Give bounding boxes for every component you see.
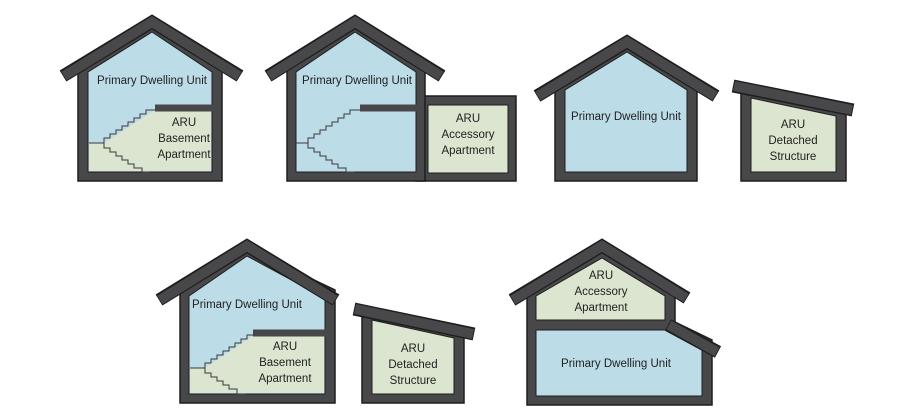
aru-label-line1: ARU [589,270,613,282]
aru-label-line2: Detached [768,135,817,147]
aru-label-line2: Basement [259,357,312,369]
primary-unit-label: Primary Dwelling Unit [302,75,413,87]
house-basement-apartment-row2: Primary Dwelling Unit ARU Basement Apart… [155,238,340,404]
house-primary-detached-pair-top: Primary Dwelling Unit ARU Detached Struc… [533,34,855,182]
detached-structure-row2: ARU Detached Structure [352,302,476,404]
aru-label-line3: Structure [390,375,437,387]
aru-label-line1: ARU [456,113,480,125]
aru-label-line1: ARU [781,119,805,131]
primary-unit-label: Primary Dwelling Unit [561,358,672,370]
house-upper-accessory-apartment: ARU Accessory Apartment Primary Dwelling… [508,238,722,406]
primary-unit-label: Primary Dwelling Unit [571,111,682,123]
primary-unit-label: Primary Dwelling Unit [97,75,208,87]
aru-label-line3: Apartment [441,145,495,157]
aru-label-line2: Basement [158,133,211,145]
house-basement-apartment: Primary Dwelling Unit ARU Basement Apart… [59,14,244,182]
aru-label-line1: ARU [273,341,297,353]
aru-label-line3: Apartment [574,302,628,314]
house-accessory-addition: Primary Dwelling Unit ARU Accessory Apar… [264,14,517,182]
aru-label-line1: ARU [172,117,196,129]
aru-label-line2: Accessory [441,129,494,141]
aru-label-line3: Structure [770,151,817,163]
aru-label-line2: Detached [388,359,437,371]
aru-label-line3: Apartment [157,149,211,161]
aru-label-line3: Apartment [258,373,312,385]
aru-label-line2: Accessory [574,286,627,298]
aru-label-line1: ARU [401,343,425,355]
primary-unit-label: Primary Dwelling Unit [192,299,303,311]
